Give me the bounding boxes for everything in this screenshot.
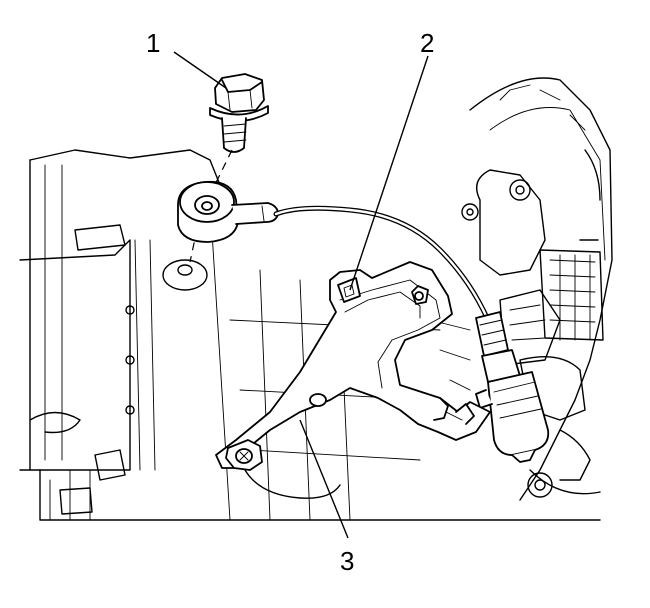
mounting-axis bbox=[189, 149, 233, 263]
bolt bbox=[209, 73, 269, 153]
leader-line-3 bbox=[299, 419, 349, 539]
leader-line-1 bbox=[173, 51, 227, 89]
wire-harness-bracket bbox=[215, 261, 491, 471]
callout-2: 2 bbox=[420, 28, 435, 58]
leader-line-2 bbox=[349, 55, 429, 291]
callout-3: 3 bbox=[340, 546, 355, 576]
knock-sensor bbox=[177, 180, 279, 243]
engine-block-background bbox=[19, 77, 613, 521]
wiring-connector bbox=[475, 311, 550, 463]
sensor-wire bbox=[273, 205, 491, 323]
callout-1: 1 bbox=[146, 28, 161, 58]
